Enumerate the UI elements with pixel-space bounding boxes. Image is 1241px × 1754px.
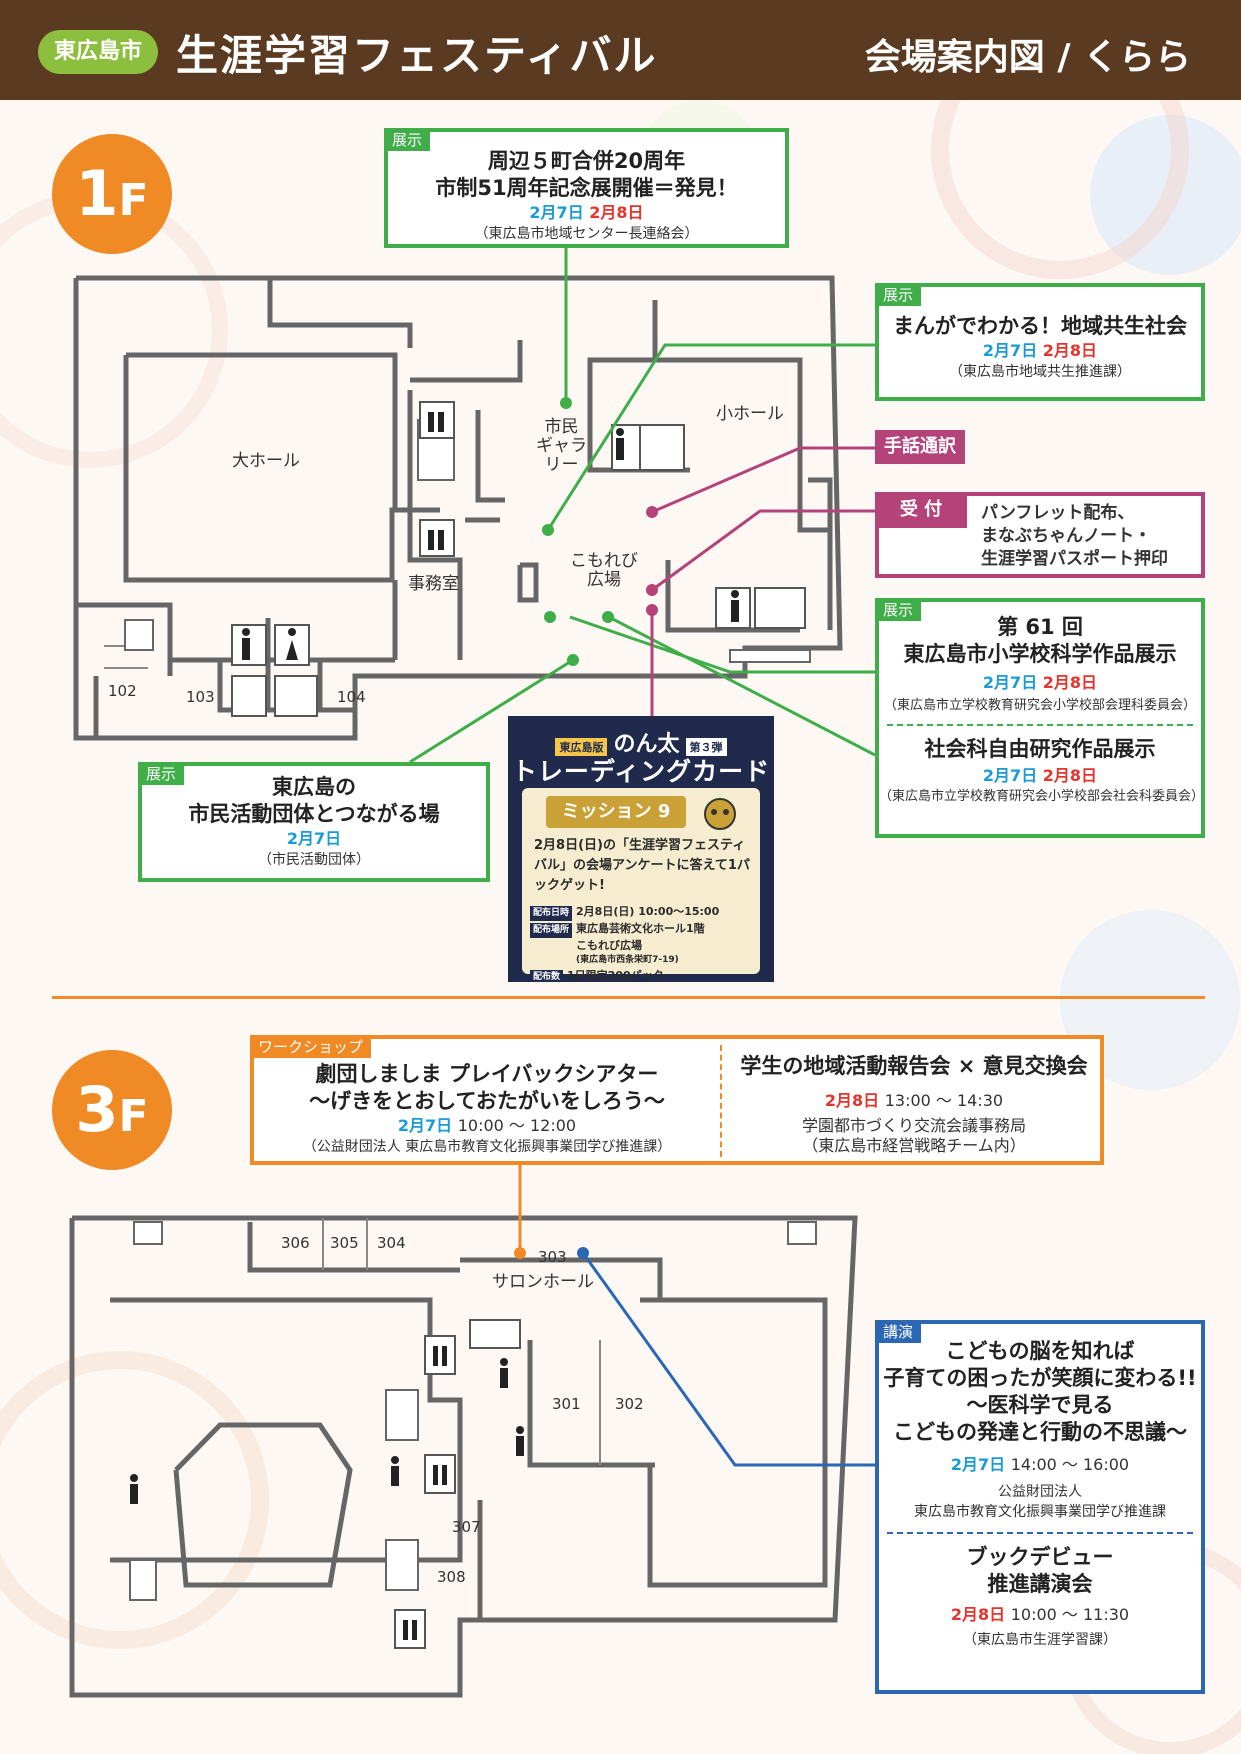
room-104: 104	[337, 688, 366, 706]
room-307: 307	[452, 1518, 481, 1536]
sign-language-label: 手話通訳	[875, 430, 965, 464]
card-title: トレーディングカード	[511, 757, 771, 786]
page-header: 東広島市 生涯学習フェスティバル 会場案内図 / くらら	[0, 0, 1241, 100]
room-citizen-gallery: 市民 ギャラ リー	[536, 417, 587, 475]
floor1-big-hall-wall	[123, 352, 398, 583]
room-big-hall: 大ホール	[232, 451, 300, 471]
events-3f-salon: ワークショップ 劇団しましま プレイバックシアター ～げきをとおしておたがいをし…	[250, 1035, 1104, 1165]
festival-title: 生涯学習フェスティバル	[176, 31, 658, 80]
exhibit-science-social: 展示 第 61 回 東広島市小学校科学作品展示 2月7日 2月8日 （東広島市立…	[875, 598, 1205, 838]
floor3-theatre	[173, 1422, 353, 1588]
room-306: 306	[281, 1234, 310, 1252]
room-small-hall: 小ホール	[716, 404, 784, 424]
city-badge: 東広島市	[38, 30, 158, 74]
room-301: 301	[552, 1395, 581, 1413]
card-mission-panel: ミッション 9 2月8日(日)の「生涯学習フェスティバル」の会場アンケートに答え…	[522, 788, 760, 982]
events-3f-lectures: 講演 こどもの脳を知れば 子育ての困ったが笑顔に変わる!! ～医科学で見る こど…	[875, 1320, 1205, 1694]
floor-3f-badge: 3F	[52, 1050, 172, 1170]
floor-1f-badge: 1F	[52, 134, 172, 254]
exhibit-merger-anniversary: 展示 周辺５町合併20周年 市制51周年記念展開催＝発見！ 2月7日 2月8日 …	[384, 128, 789, 248]
venue-title: 会場案内図 / くらら	[864, 37, 1191, 78]
divider	[887, 724, 1193, 726]
divider	[887, 1532, 1193, 1534]
room-302: 302	[615, 1395, 644, 1413]
raccoon-mascot-icon	[704, 798, 736, 830]
divider	[720, 1045, 722, 1157]
trading-card-flyer: 東広島版のん太第３弾 トレーディングカード ミッション 9 2月8日(日)の「生…	[508, 716, 774, 982]
room-office: 事務室	[408, 574, 459, 594]
room-304: 304	[377, 1234, 406, 1252]
exhibit-manga-community: 展示 まんがでわかる！地域共生社会 2月7日 2月8日 （東広島市地域共生推進課…	[875, 283, 1205, 401]
floor3-outer-wall	[69, 1215, 858, 1698]
room-komorebi-plaza: こもれび 広場	[570, 551, 638, 590]
floor-separator	[52, 996, 1205, 999]
exhibit-citizen-groups: 展示 東広島の 市民活動団体とつながる場 2月7日 （市民活動団体）	[138, 762, 490, 882]
reception-desk: 受 付 パンフレット配布、 まなぶちゃんノート・ 生涯学習パスポート押印	[875, 492, 1205, 578]
room-102: 102	[108, 682, 137, 700]
room-303: 303	[538, 1248, 567, 1266]
room-305: 305	[330, 1234, 359, 1252]
room-308: 308	[437, 1568, 466, 1586]
room-103: 103	[186, 688, 215, 706]
room-salon-hall: サロンホール	[492, 1272, 594, 1292]
